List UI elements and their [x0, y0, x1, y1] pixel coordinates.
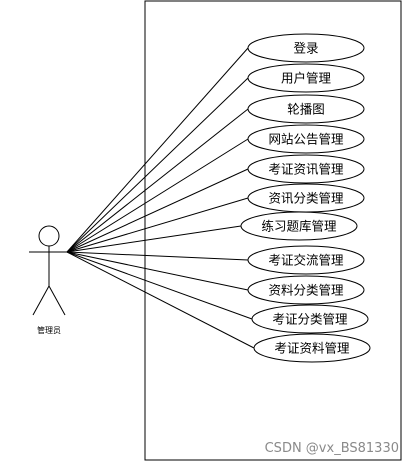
- association-line: [66, 168, 249, 253]
- actor-head: [38, 225, 60, 247]
- use-case-label: 考证交流管理: [268, 253, 344, 268]
- use-case-label: 用户管理: [281, 71, 332, 86]
- use-case-label: 资料分类管理: [268, 283, 344, 298]
- use-case-ellipse: [247, 154, 365, 184]
- actor-figure: [29, 225, 69, 316]
- association-line: [66, 108, 249, 253]
- actor-left-leg: [32, 285, 50, 316]
- association-line: [66, 251, 253, 320]
- use-case-ellipse: [247, 33, 365, 63]
- association-line: [66, 138, 249, 253]
- association-line: [66, 251, 249, 261]
- use-case-ellipse: [247, 275, 365, 305]
- watermark: CSDN @vx_BS81330: [265, 441, 399, 456]
- use-case-label: 登录: [293, 41, 318, 56]
- use-case-label: 考证分类管理: [272, 312, 348, 327]
- use-case-ellipse: [247, 63, 365, 93]
- association-line: [66, 77, 249, 253]
- association-lines: [66, 47, 255, 349]
- association-line: [66, 251, 249, 291]
- actor-label: 管理员: [37, 325, 61, 335]
- use-case-label: 资讯分类管理: [268, 191, 344, 206]
- use-case-ellipse: [247, 245, 365, 275]
- use-case-ellipse: [247, 94, 365, 124]
- association-line: [66, 197, 249, 253]
- system-boundary: [144, 0, 402, 461]
- association-line: [66, 47, 249, 253]
- use-case-label: 轮播图: [287, 102, 325, 117]
- use-case-ellipse: [247, 124, 365, 154]
- use-case-label: 练习题库管理: [261, 219, 337, 234]
- use-case-ellipse: [240, 211, 358, 241]
- use-case-ellipse: [251, 304, 369, 334]
- actor-right-leg: [48, 285, 66, 316]
- use-case-label: 网站公告管理: [268, 132, 344, 147]
- use-case-label: 考证资讯管理: [268, 162, 344, 177]
- association-line: [66, 251, 255, 349]
- use-case-group: 登录用户管理轮播图网站公告管理考证资讯管理资讯分类管理练习题库管理考证交流管理资…: [240, 33, 371, 363]
- association-line: [66, 225, 242, 253]
- use-case-ellipse: [253, 333, 371, 363]
- use-case-label: 考证资料管理: [274, 341, 350, 356]
